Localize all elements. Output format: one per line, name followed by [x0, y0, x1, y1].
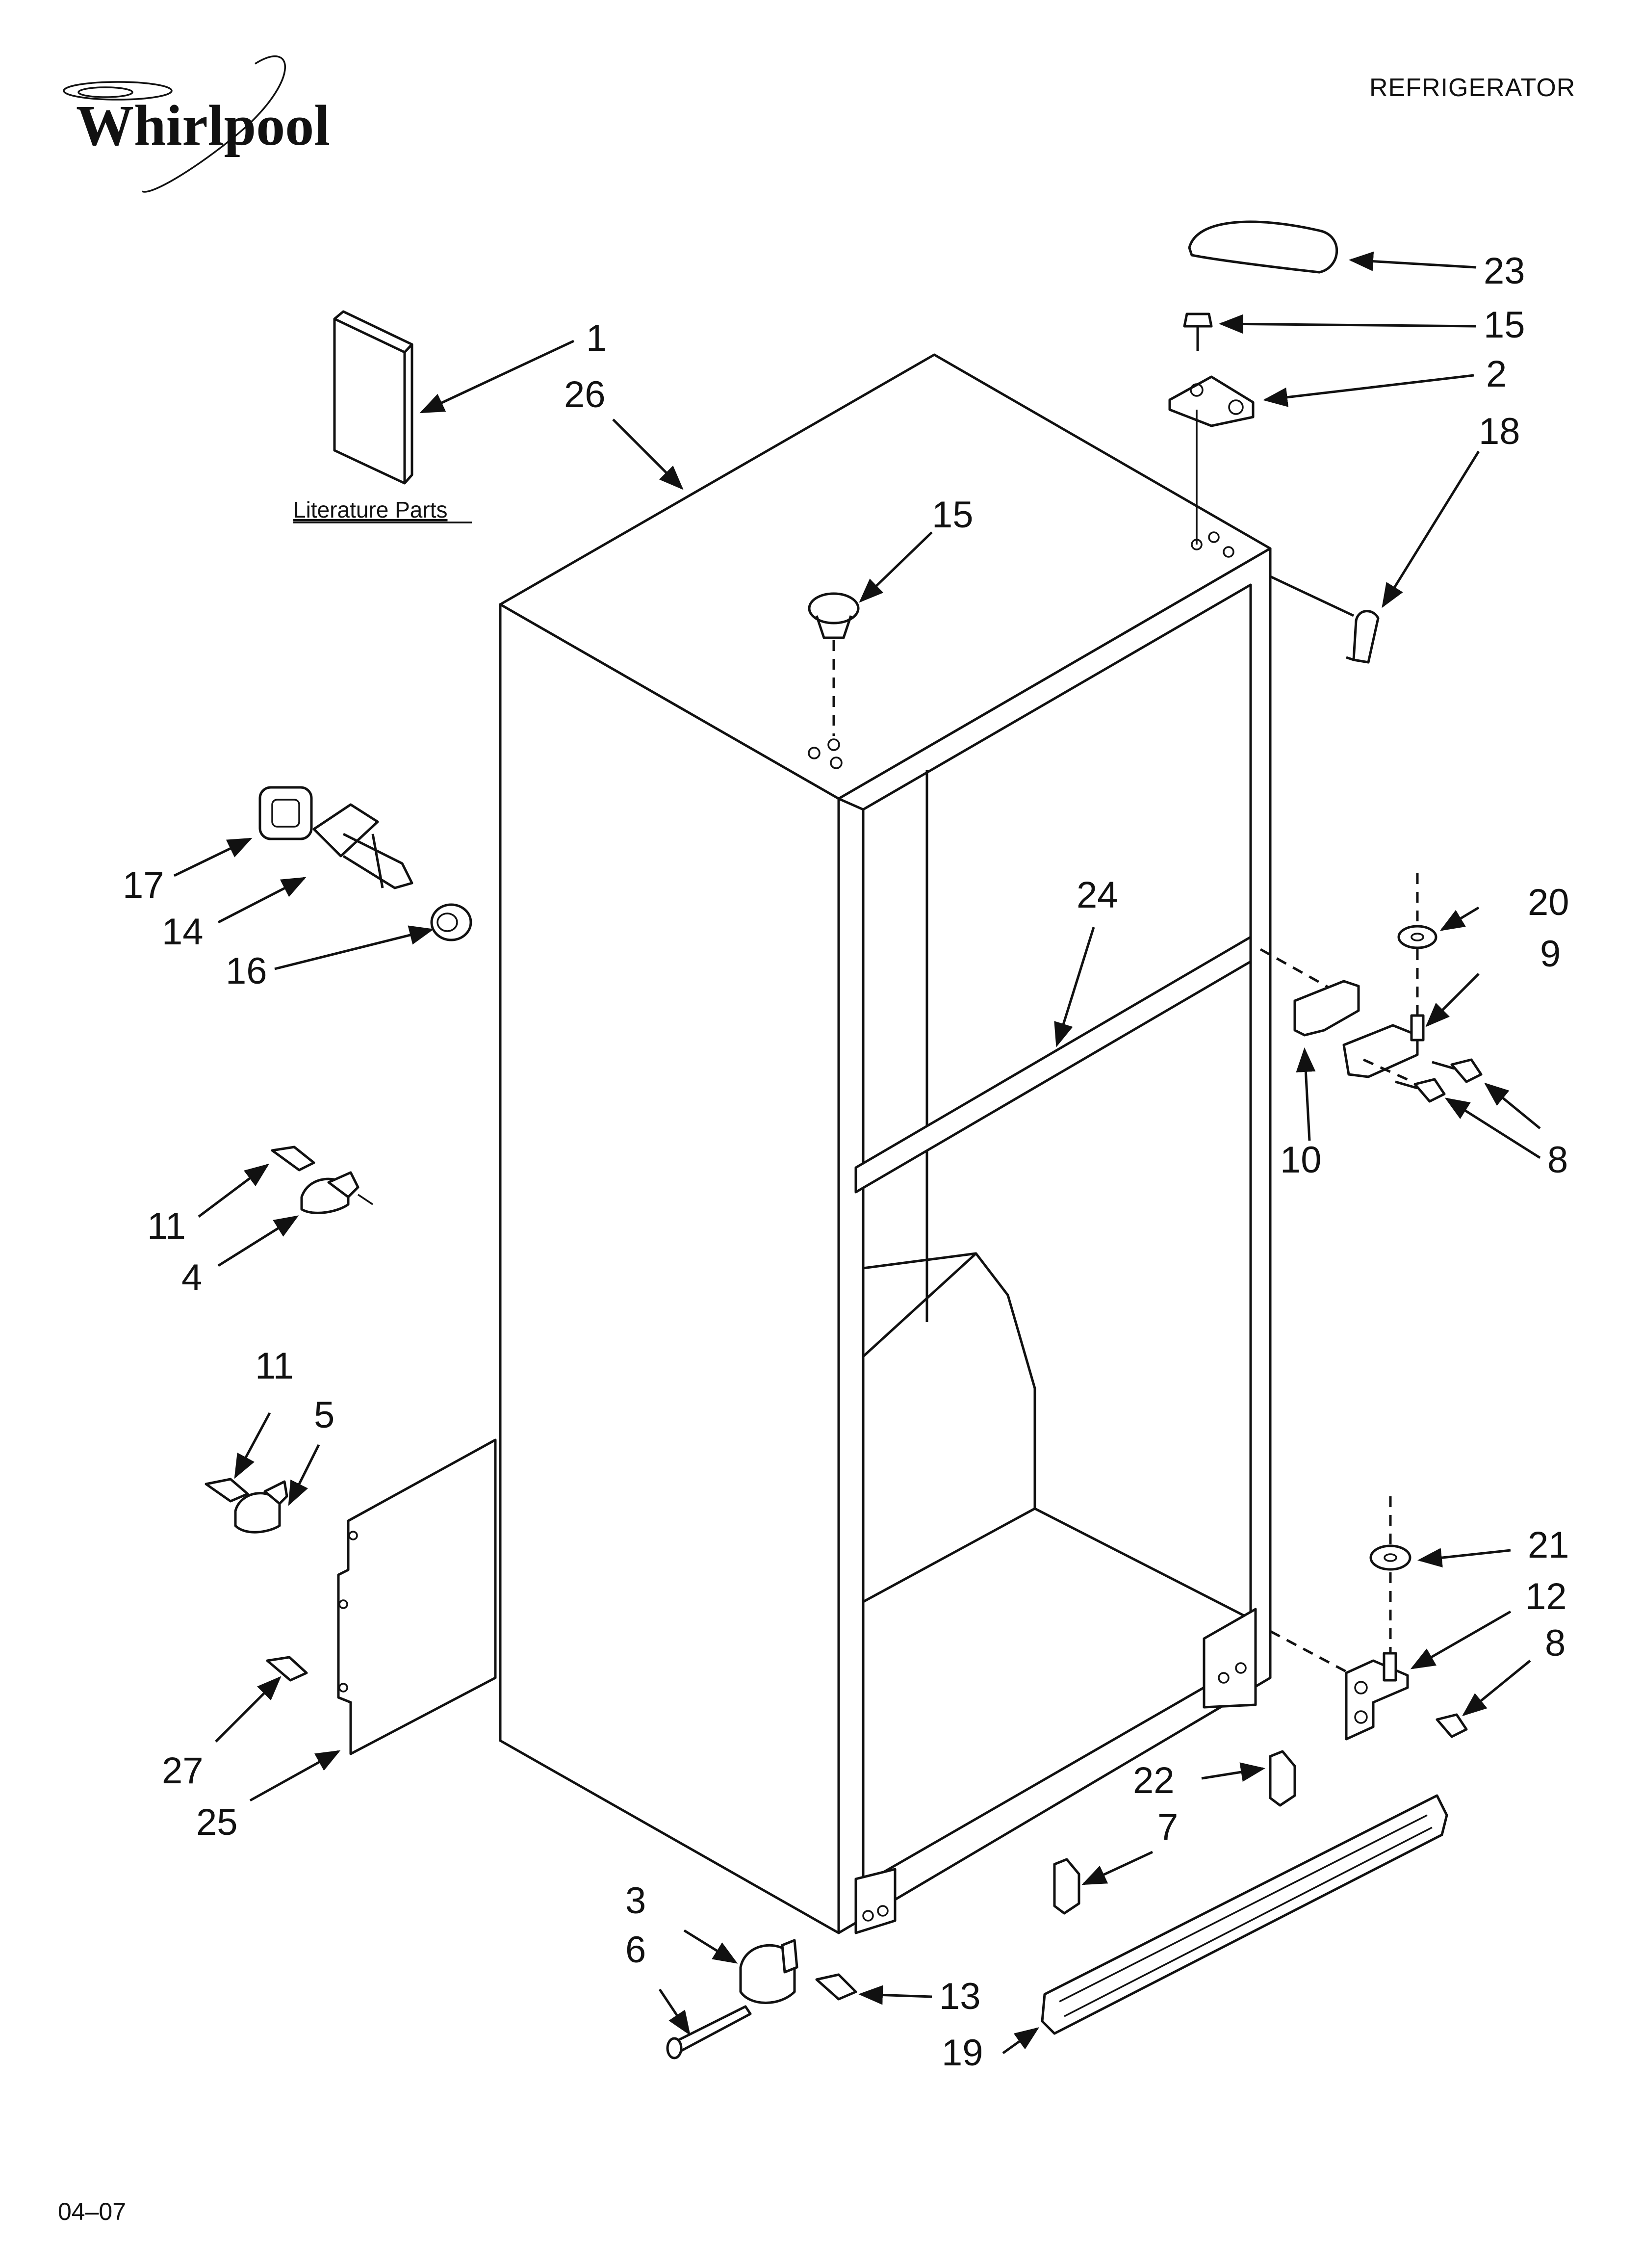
- callout-7: 7: [1157, 1806, 1178, 1848]
- screw-part-13: [815, 1973, 857, 2001]
- callout-21: 21: [1528, 1524, 1569, 1566]
- callout-6: 6: [625, 1929, 646, 1971]
- screw-part-11-lower: [205, 1478, 249, 1503]
- hinge-pin-part-9: [1410, 1014, 1425, 1042]
- callout-16: 16: [226, 950, 267, 992]
- callout-15-top: 15: [1484, 304, 1525, 346]
- callout-22: 22: [1133, 1760, 1175, 1801]
- washer-part-20: [1397, 925, 1437, 949]
- callout-23: 23: [1484, 250, 1525, 292]
- screw-part-27: [266, 1656, 308, 1682]
- screw-part-8-upper: [1432, 1058, 1483, 1083]
- clamp-part-5: [234, 1480, 288, 1534]
- pin-part-6: [666, 2005, 752, 2059]
- callout-11-upper: 11: [147, 1205, 186, 1247]
- callout-24: 24: [1077, 874, 1118, 916]
- callout-14: 14: [162, 911, 204, 953]
- callout-4: 4: [181, 1257, 202, 1299]
- grommet-part-17: [258, 786, 313, 840]
- callout-10: 10: [1280, 1139, 1322, 1181]
- toe-grille-part-19: [1041, 1794, 1448, 2035]
- clip-part-7: [1053, 1858, 1080, 1915]
- callout-8-bottom: 8: [1545, 1622, 1565, 1664]
- screw-part-8-bottom: [1436, 1713, 1468, 1738]
- callout-25: 25: [196, 1801, 238, 1843]
- page-title: REFRIGERATOR: [1369, 74, 1575, 102]
- callout-numbers: 1 26 23 15 2 18 15 17 14 16 24 20 9 10 8…: [123, 250, 1569, 2074]
- callout-18: 18: [1479, 411, 1520, 452]
- callout-9: 9: [1540, 933, 1561, 975]
- callout-8-mid: 8: [1547, 1139, 1568, 1181]
- callout-13: 13: [939, 1976, 981, 2017]
- clip-part-22: [1269, 1750, 1296, 1807]
- callout-2: 2: [1486, 353, 1507, 395]
- leader-arrows: [173, 251, 1541, 2055]
- screw-part-15-top: [1183, 313, 1213, 351]
- callout-1: 1: [586, 317, 607, 359]
- callout-17: 17: [123, 864, 164, 906]
- side-panel-part-25: [337, 1438, 497, 1755]
- callout-27: 27: [162, 1750, 204, 1792]
- callout-15-plug: 15: [932, 494, 974, 536]
- top-hinge-part-2: [1168, 375, 1255, 427]
- callout-20: 20: [1528, 882, 1569, 923]
- leveling-leg-part-3: [739, 1939, 798, 2004]
- bottom-hinge-part-12: [1345, 1652, 1409, 1741]
- literature-parts-label[interactable]: Literature Parts: [293, 497, 447, 522]
- callout-19: 19: [942, 2032, 983, 2074]
- callout-3: 3: [625, 1880, 646, 1922]
- screw-part-8-lower: [1395, 1078, 1446, 1103]
- callout-12: 12: [1525, 1576, 1567, 1617]
- screw-part-11-upper: [271, 1146, 315, 1172]
- bushing-part-16: [430, 903, 472, 941]
- callout-5: 5: [314, 1394, 334, 1436]
- hinge-bracket-part-10: [1293, 980, 1419, 1078]
- callout-11-lower: 11: [255, 1345, 294, 1387]
- hinge-cover-part-23: [1188, 220, 1338, 274]
- shaft-part-14: [312, 803, 413, 889]
- plug-button-part-15: [808, 592, 860, 639]
- callout-26: 26: [564, 374, 606, 416]
- literature-booklet-icon: [333, 310, 413, 485]
- hinge-pin-cover-part-18: [1346, 610, 1380, 664]
- clamp-part-4: [300, 1171, 359, 1214]
- cabinet-assembly: [499, 353, 1272, 1934]
- brand-name: Whirlpool: [76, 93, 330, 157]
- revision-date: 04–07: [58, 2198, 126, 2225]
- whirlpool-logo: Whirlpool: [63, 55, 330, 193]
- washer-part-21: [1369, 1544, 1411, 1571]
